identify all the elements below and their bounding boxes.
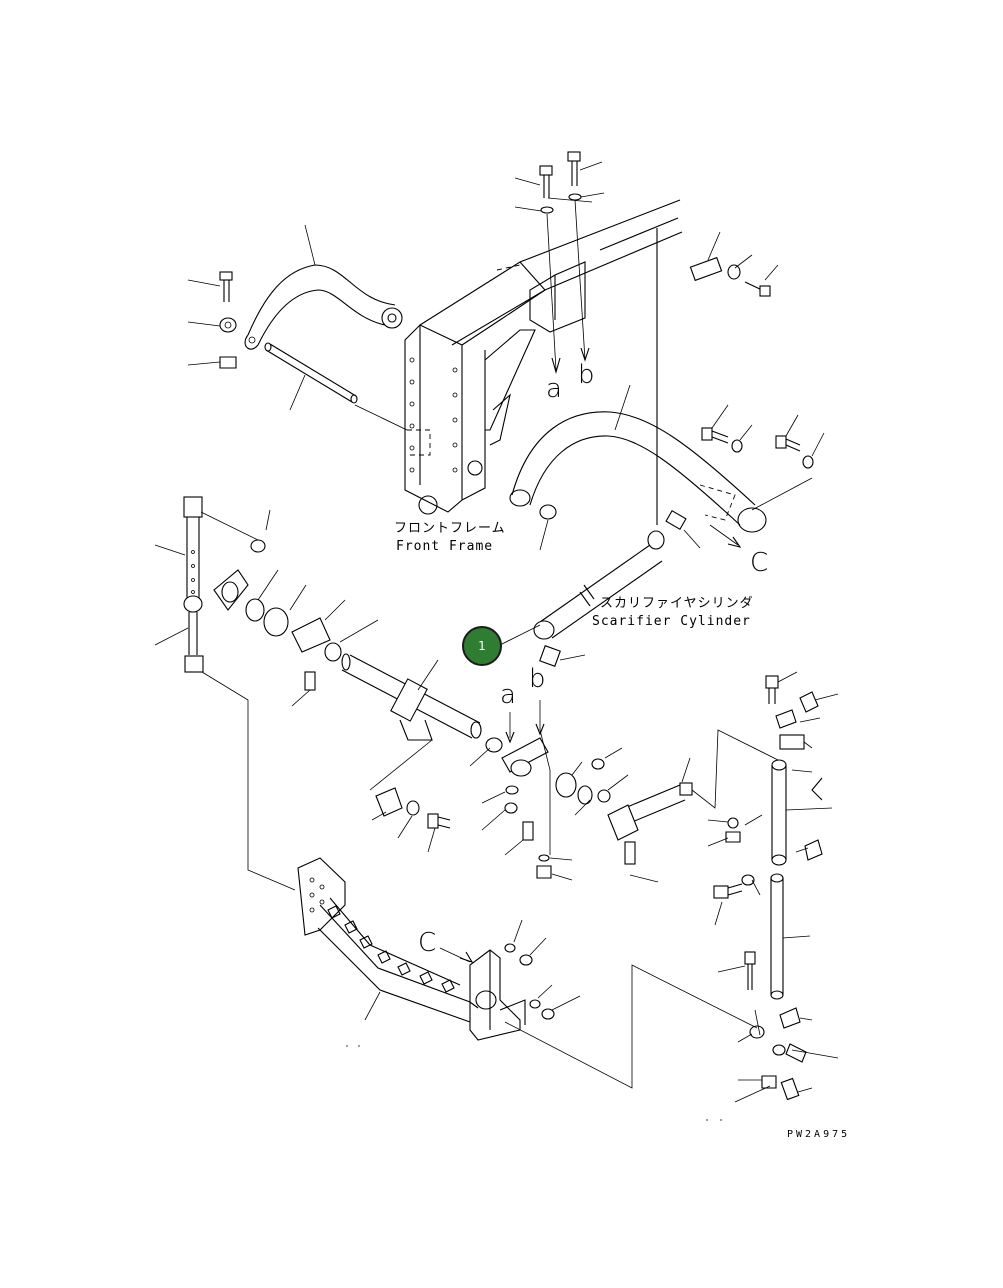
- callout-marker-1[interactable]: 1: [462, 626, 502, 666]
- ref-letter-c-right: C: [750, 548, 769, 578]
- callout-number: 1: [478, 639, 486, 653]
- front-frame-label-jp: フロントフレーム: [394, 521, 506, 536]
- ref-letter-c-bottom: C: [418, 928, 437, 958]
- ref-letter-a-mid: a: [500, 680, 516, 710]
- lower-left-clamp: [371, 787, 451, 853]
- pivot-pin: [264, 342, 358, 411]
- arm-bolts-right: [701, 404, 825, 469]
- beam-end-fasteners: [656, 228, 779, 525]
- front-frame-label-en: Front Frame: [396, 539, 494, 554]
- figure-id: PW2A975: [787, 1129, 851, 1140]
- left-lift-arm: [244, 224, 403, 350]
- center-bearing-bracket: [469, 700, 593, 881]
- right-lift-arm: [509, 384, 813, 551]
- top-bolts-a-b: [514, 151, 605, 375]
- shaft-left-fittings: [213, 509, 379, 707]
- ref-letter-b-mid: b: [529, 664, 546, 694]
- ref-letter-a-top: a: [546, 374, 562, 404]
- scarifier-beam: [297, 857, 581, 1041]
- fastener-stack-left: [187, 271, 237, 369]
- scarifier-cylinder-label-en: Scarifier Cylinder: [592, 614, 751, 629]
- front-frame: [354, 199, 683, 515]
- ref-letter-b-top: b: [578, 360, 595, 390]
- connecting-link: [591, 729, 779, 883]
- right-pivot-lower: [504, 873, 839, 1103]
- main-shaft: [341, 653, 482, 791]
- scarifier-cylinder-label-jp: スカリファイヤシリンダ: [600, 596, 754, 611]
- right-pivot-upper: [707, 671, 839, 926]
- scarifier-cylinder: [489, 510, 701, 667]
- left-link-rod: [154, 496, 296, 891]
